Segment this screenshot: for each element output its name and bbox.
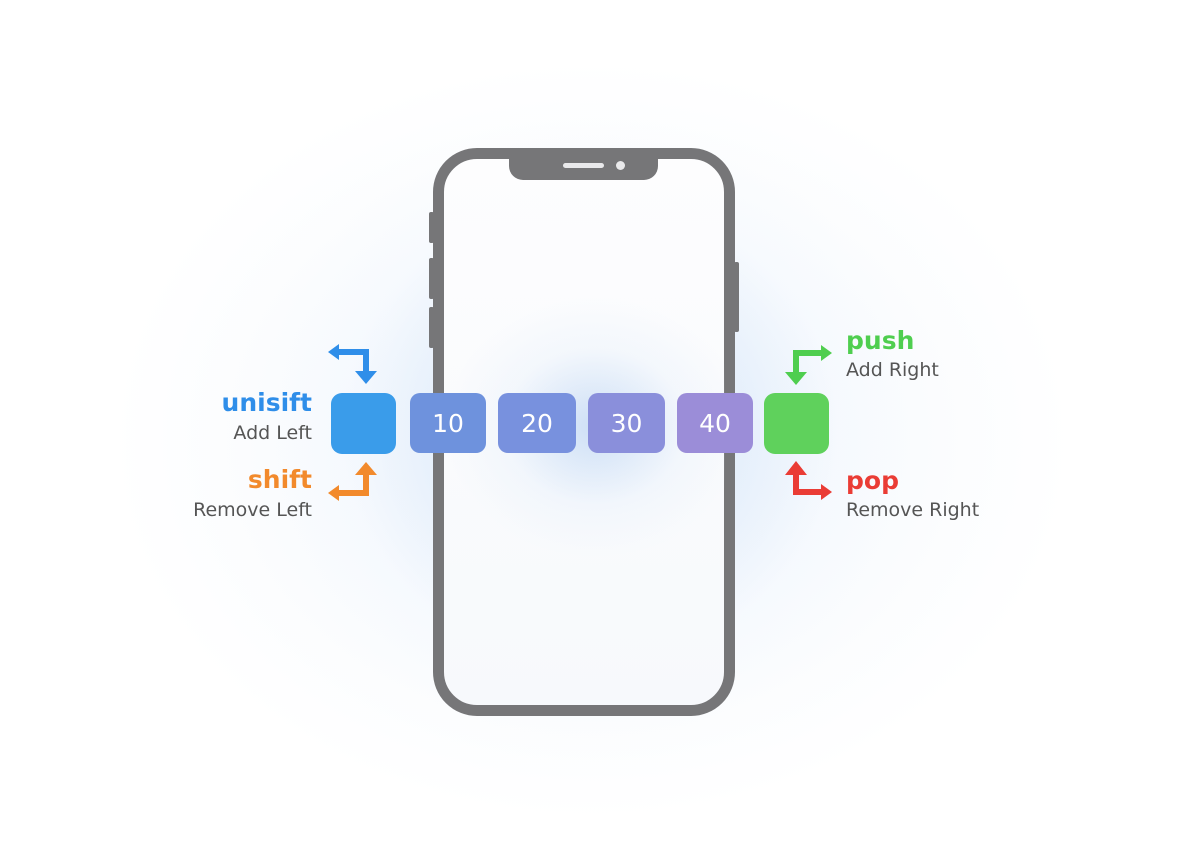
phone-side-button xyxy=(429,307,434,348)
arrow-down-right-turn-icon xyxy=(785,345,832,385)
push-slot xyxy=(764,393,829,454)
shift-label: shift xyxy=(247,465,312,494)
phone-camera xyxy=(616,161,625,170)
phone-side-button xyxy=(734,262,739,332)
shift-description: Remove Left xyxy=(193,499,312,521)
push-description: Add Right xyxy=(846,359,939,381)
phone-side-button xyxy=(429,258,434,299)
push-label: push xyxy=(846,326,915,355)
array-cell: 10 xyxy=(410,393,486,453)
phone-speaker xyxy=(563,163,604,168)
array-cell: 40 xyxy=(677,393,753,453)
pop-description: Remove Right xyxy=(846,499,980,521)
arrow-up-left-turn-icon xyxy=(328,462,377,501)
unshift-description: Add Left xyxy=(233,422,312,444)
array-cell: 30 xyxy=(588,393,665,453)
phone-side-button xyxy=(429,212,434,243)
pop-label: pop xyxy=(846,466,899,495)
array-cell: 20 xyxy=(498,393,576,453)
unshift-slot xyxy=(331,393,396,454)
unshift-label: unisift xyxy=(221,388,312,417)
arrow-up-right-turn-icon xyxy=(785,461,832,500)
arrow-down-left-turn-icon xyxy=(328,344,377,384)
